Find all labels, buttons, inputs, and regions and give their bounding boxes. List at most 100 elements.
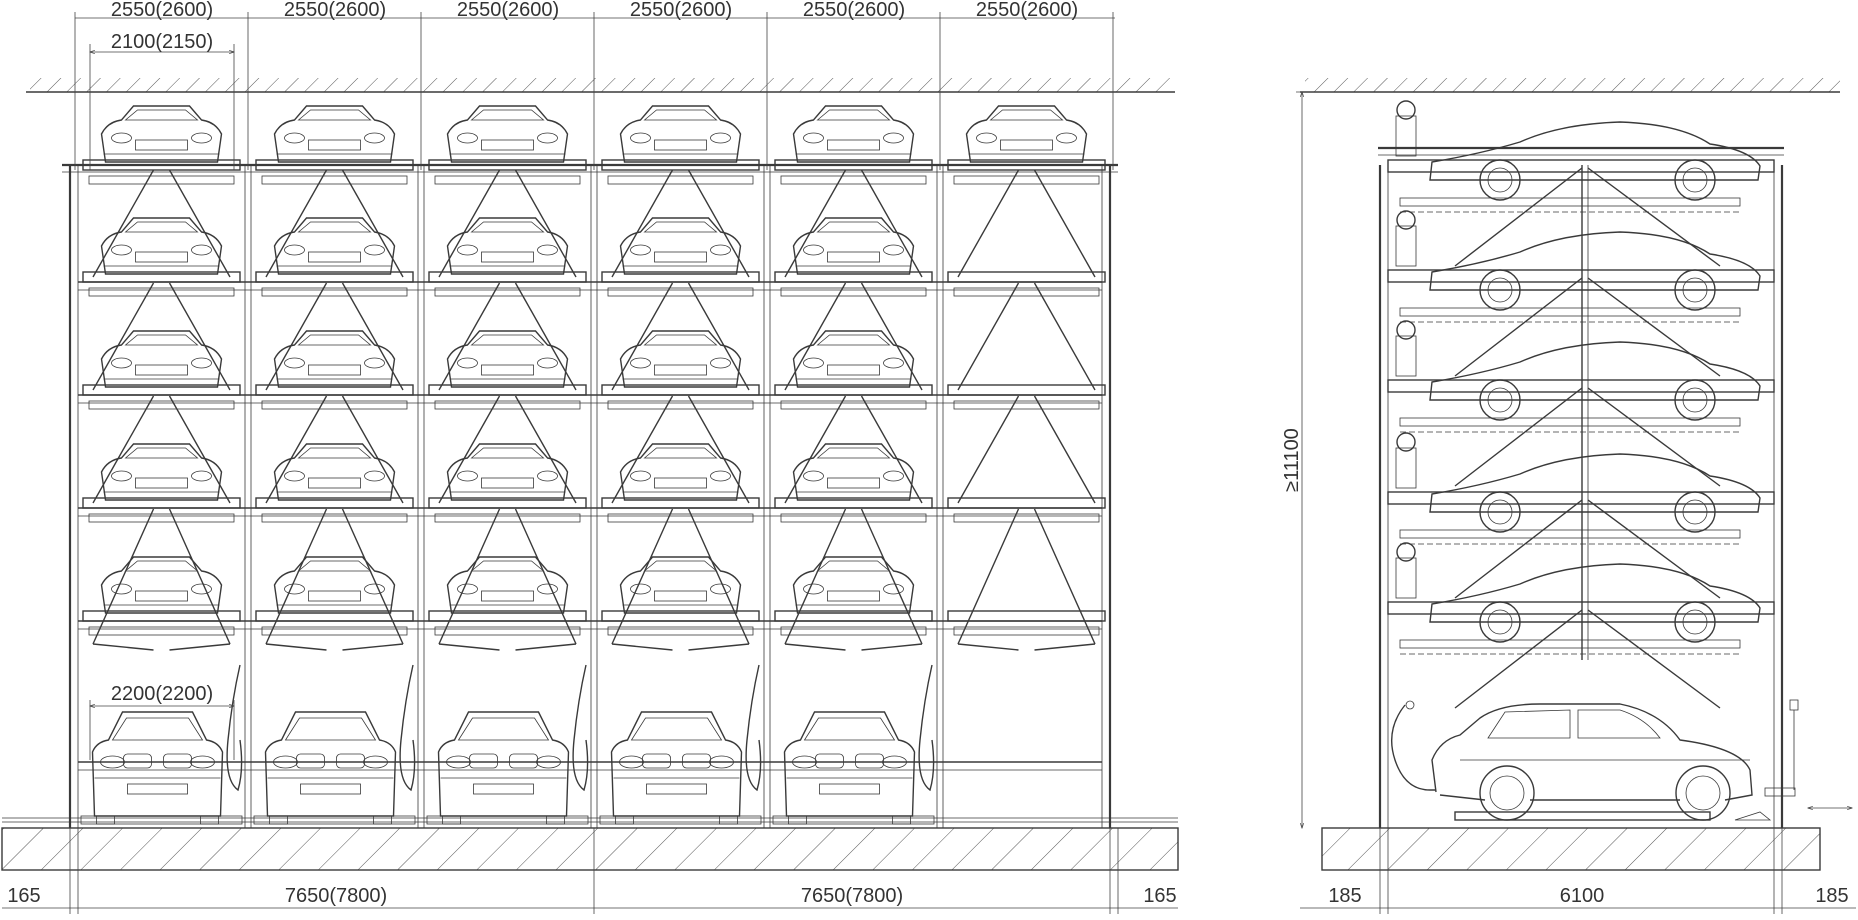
front-view: 2550(2600) 2550(2600) 2550(2600) 2550(26… [1, 0, 1179, 914]
pallet [255, 271, 414, 283]
side-pallet-beam [1387, 491, 1775, 505]
pallet-unit [774, 556, 933, 636]
car-grille [654, 590, 707, 602]
hose [399, 664, 416, 792]
bay-width-label-4: 2550(2600) [630, 0, 732, 21]
car-body [100, 330, 223, 388]
suv-headlight [446, 755, 471, 769]
car-headlight [883, 470, 904, 482]
car-windshield [470, 109, 545, 121]
car-windshield [643, 221, 718, 233]
brace [687, 395, 750, 504]
brace [860, 169, 923, 278]
pallet-frame [607, 175, 754, 185]
car-grille [308, 364, 361, 376]
suv-headlight [882, 755, 907, 769]
brace [514, 508, 577, 645]
car-body [446, 105, 569, 163]
pallet-unit [601, 217, 760, 297]
pallet [82, 497, 241, 509]
car-windshield [297, 221, 372, 233]
brace [341, 508, 404, 645]
car-windshield [816, 221, 891, 233]
front-ground-car-dimension: 2200(2200) [90, 683, 234, 760]
car-grille [827, 139, 880, 151]
side-car-rim [1682, 387, 1708, 413]
pallet [428, 497, 587, 509]
suv-plate [646, 783, 707, 795]
suv-body [91, 711, 224, 817]
suv-plate [473, 783, 534, 795]
ground-pallet [426, 815, 589, 825]
side-bottom-span: 6100 [1560, 885, 1605, 907]
pallet-unit [774, 443, 933, 523]
car-windshield [297, 109, 372, 121]
brace [92, 395, 155, 504]
car-grille [135, 364, 188, 376]
pallet-frame [780, 400, 927, 410]
side-motor-housing [1395, 557, 1417, 599]
car-body [100, 217, 223, 275]
pallet [601, 159, 760, 171]
ground-suv [610, 711, 743, 825]
pallet-frame [607, 513, 754, 523]
brace [342, 643, 404, 651]
side-level [1387, 100, 1775, 267]
brace [860, 395, 923, 504]
car-body [273, 217, 396, 275]
car-grille [654, 251, 707, 263]
bay-width-label-3: 2550(2600) [457, 0, 559, 21]
car-body [619, 556, 742, 614]
car-body [446, 217, 569, 275]
side-car-rim [1487, 387, 1513, 413]
pallet-frame [434, 513, 581, 523]
car-body [446, 330, 569, 388]
car-headlight [364, 470, 385, 482]
pallet-unit [947, 497, 1106, 523]
car-headlight [630, 470, 651, 482]
car-headlight [191, 357, 212, 369]
suv-grille-left [123, 753, 152, 769]
pallet-unit [601, 330, 760, 410]
pallet [774, 271, 933, 283]
brace [438, 282, 501, 391]
side-level [1387, 320, 1775, 487]
car-grille [308, 477, 361, 489]
side-height-dimension: ≥11100 [1281, 92, 1340, 828]
suv-grille-left [296, 753, 325, 769]
car-headlight [457, 132, 478, 144]
pallet [947, 610, 1106, 622]
side-brace [1587, 277, 1721, 377]
car-body [446, 556, 569, 614]
ground-pallet [253, 815, 416, 825]
car-body [792, 330, 915, 388]
pallet [947, 159, 1106, 171]
side-view: ≥11100 185 6100 185 [1281, 78, 1856, 914]
car-headlight [457, 583, 478, 595]
suv-body [610, 711, 743, 817]
car-body [100, 443, 223, 501]
pallet-frame [88, 400, 235, 410]
brace [438, 169, 501, 278]
front-ground-slab [1, 827, 1179, 871]
car-headlight [191, 132, 212, 144]
side-right-device [1764, 699, 1799, 797]
car-windshield [124, 109, 199, 121]
car-headlight [710, 583, 731, 595]
side-level [1387, 432, 1775, 599]
brace [687, 508, 750, 645]
ground-suv [437, 711, 570, 825]
pallet [601, 384, 760, 396]
ground-pallet [80, 815, 243, 825]
car-grille [308, 590, 361, 602]
car-body [273, 443, 396, 501]
car-grille [481, 364, 534, 376]
brace [860, 282, 923, 391]
front-bottom-left-offset: 165 [7, 885, 40, 907]
ground-car-width-label: 2200(2200) [111, 683, 213, 705]
suv-grille-right [163, 753, 192, 769]
pallet-frame [261, 175, 408, 185]
car-windshield [643, 109, 718, 121]
pallet [947, 497, 1106, 509]
side-level [1387, 210, 1775, 377]
